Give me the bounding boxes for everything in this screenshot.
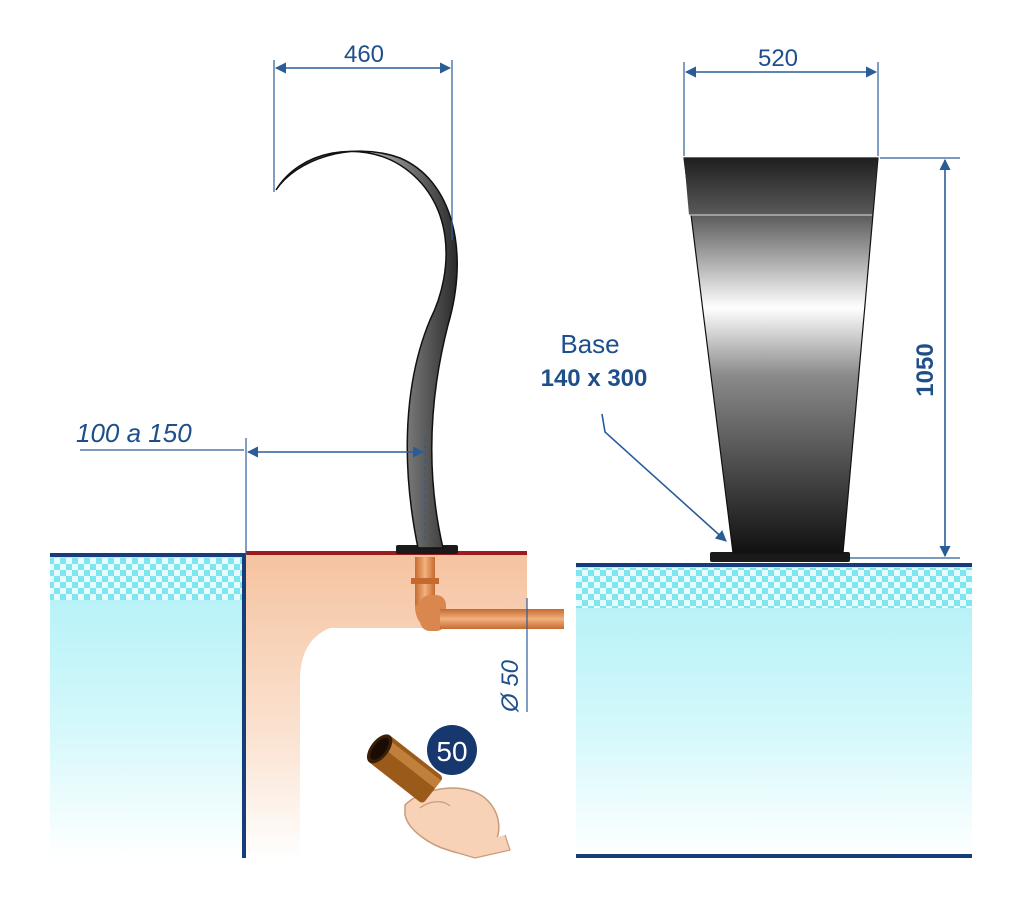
curved-waterfall-spout-icon: [275, 150, 458, 554]
pool-deck: [246, 551, 527, 860]
pipe-size-badge: 50: [427, 725, 477, 775]
base-label: Base: [560, 329, 619, 359]
dimension-1050: 1050: [850, 157, 960, 559]
dimension-edge-distance: 100 a 150: [76, 418, 426, 555]
dimension-460-label: 460: [344, 41, 384, 68]
copper-pipe-icon: [411, 557, 564, 631]
pipe-size-badge-label: 50: [436, 736, 467, 767]
base-annotation: Base 140 x 300: [541, 329, 727, 542]
dimension-460: 460: [273, 41, 453, 240]
dimension-pipe-diameter: Ø 50: [497, 598, 528, 713]
left-pool: [50, 553, 246, 860]
dimension-520: 520: [683, 45, 879, 156]
straight-waterfall-spout-icon: [683, 157, 879, 562]
dimension-edge-distance-label: 100 a 150: [76, 418, 192, 448]
right-pool: [576, 563, 972, 858]
dimension-1050-label: 1050: [912, 343, 939, 396]
base-size-label: 140 x 300: [541, 365, 648, 392]
dimension-520-label: 520: [758, 45, 798, 72]
hand-holding-pipe-icon: [366, 734, 511, 859]
dimension-pipe-diameter-label: Ø 50: [497, 659, 524, 713]
